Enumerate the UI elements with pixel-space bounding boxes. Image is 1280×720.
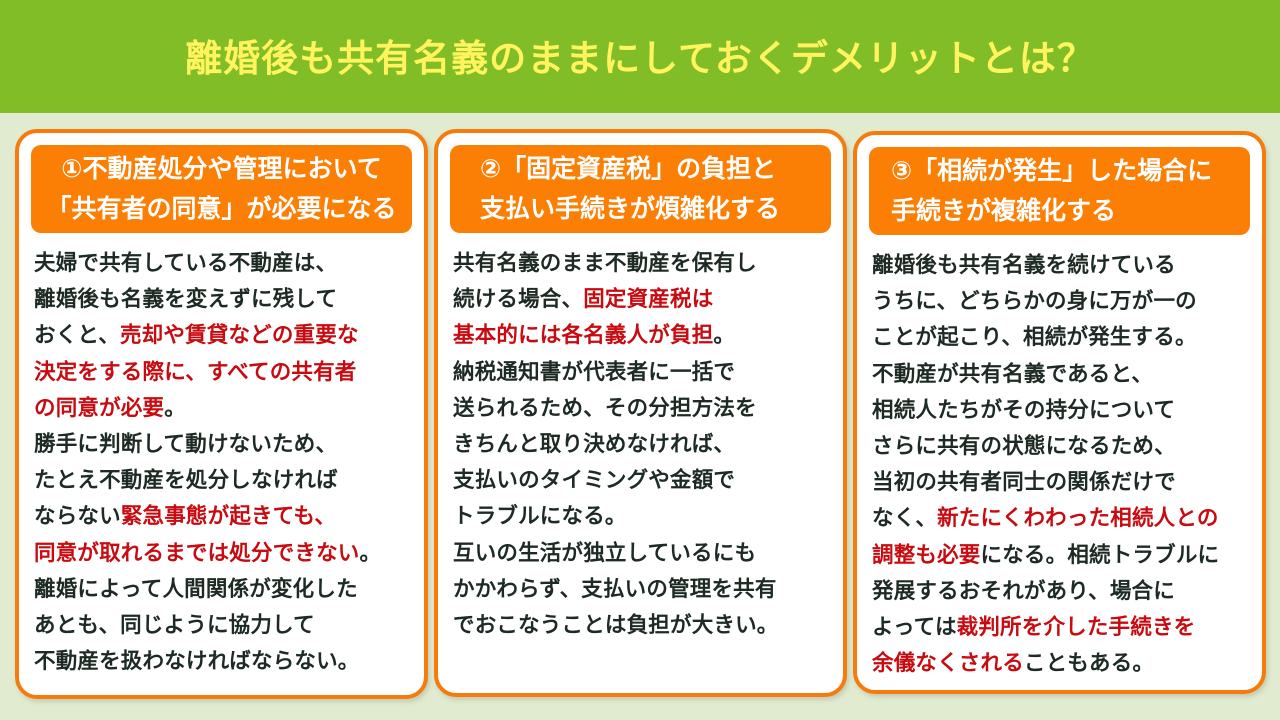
body-text: 当初の共有者同士の関係だけで bbox=[872, 470, 1176, 496]
body-text: おくと、 bbox=[34, 323, 120, 349]
body-line: 互いの生活が独立しているにも bbox=[453, 536, 835, 572]
body-line: 不動産が共有名義であると、 bbox=[872, 357, 1254, 393]
page-title: 離婚後も共有名義のままにしておくデメリットとは？ bbox=[185, 36, 1095, 80]
body-text: 共有名義のまま不動産を保有し bbox=[453, 251, 757, 276]
body-line: 相続人たちがその持分について bbox=[872, 393, 1254, 429]
card-body: 離婚後も共有名義を続けているうちに、どちらかの身に万が一のことが起こり、相続が発… bbox=[872, 248, 1254, 682]
body-line: 納税通知書が代表者に一括で bbox=[453, 355, 835, 391]
card-heading-line: ②「固定資産税」の負担と bbox=[480, 154, 777, 183]
card-property-tax: ②「固定資産税」の負担と 支払い手続きが煩雑化する 共有名義のまま不動産を保有し… bbox=[434, 129, 847, 697]
emphasis-text: 基本的には各名義人が負担 bbox=[453, 323, 714, 349]
title-banner: 離婚後も共有名義のままにしておくデメリットとは？ bbox=[0, 0, 1280, 113]
body-line: なく、新たにくわわった相続人との bbox=[872, 501, 1254, 537]
body-line: 不動産を扱わなければならない。 bbox=[34, 644, 416, 680]
card-heading-line: 手続きが複雑化する bbox=[891, 196, 1117, 225]
body-text: あとも、同じように協力して bbox=[34, 613, 315, 639]
body-line: 離婚によって人間関係が変化した bbox=[34, 572, 416, 608]
body-line: きちんと取り決めなければ、 bbox=[453, 427, 835, 463]
body-line: 当初の共有者同士の関係だけで bbox=[872, 465, 1254, 501]
card-heading-line: ①不動産処分や管理において bbox=[61, 154, 382, 183]
body-text: 発展するおそれがあり、場合に bbox=[872, 578, 1175, 604]
body-text: さらに共有の状態になるため、 bbox=[872, 434, 1176, 460]
card-heading-line: ③「相続が発生」した場合に bbox=[891, 156, 1213, 185]
card-body: 夫婦で共有している不動産は、離婚後も名義を変えずに残しておくと、売却や賃貸などの… bbox=[34, 246, 416, 680]
body-line: たとえ不動産を処分しなければ bbox=[34, 463, 416, 499]
body-line: の同意が必要。 bbox=[34, 391, 416, 427]
body-text: 勝手に判断して動けないため、 bbox=[34, 432, 338, 458]
body-line: 基本的には各名義人が負担。 bbox=[453, 318, 835, 354]
body-line: 送られるため、その分担方法を bbox=[453, 391, 835, 427]
body-line: 決定をする際に、すべての共有者 bbox=[34, 355, 416, 391]
card-heading-line: 支払い手続きが煩雑化する bbox=[480, 194, 781, 223]
body-line: あとも、同じように協力して bbox=[34, 608, 416, 644]
emphasis-text: 同意が取れるまでは処分できない bbox=[34, 540, 360, 566]
body-line: 発展するおそれがあり、場合に bbox=[872, 574, 1254, 610]
card-heading: ①不動産処分や管理において 「共有者の同意」が必要になる bbox=[31, 145, 412, 233]
body-text: こともある。 bbox=[1023, 651, 1155, 677]
emphasis-text: 調整も必要 bbox=[872, 542, 981, 568]
body-line: ことが起こり、相続が発生する。 bbox=[872, 320, 1254, 356]
body-text: たとえ不動産を処分しなければ bbox=[34, 468, 338, 494]
body-line: かかわらず、支払いの管理を共有 bbox=[453, 572, 835, 608]
body-text: 続ける場合、 bbox=[453, 287, 584, 313]
body-text: 離婚後も名義を変えずに残して bbox=[34, 287, 338, 313]
body-line: トラブルになる。 bbox=[453, 499, 835, 535]
body-text: 送られるため、その分担方法を bbox=[453, 395, 757, 421]
body-line: でおこなうことは負担が大きい。 bbox=[453, 608, 835, 644]
emphasis-text: 売却や賃貸などの重要な bbox=[119, 323, 359, 349]
card-heading-line: 「共有者の同意」が必要になる bbox=[46, 194, 397, 223]
body-line: 勝手に判断して動けないため、 bbox=[34, 427, 416, 463]
body-text: 。 bbox=[713, 323, 736, 349]
body-text: でおこなうことは負担が大きい。 bbox=[453, 613, 779, 639]
body-line: さらに共有の状態になるため、 bbox=[872, 429, 1254, 465]
emphasis-text: 新たにくわわった相続人との bbox=[937, 506, 1219, 532]
body-line: 支払いのタイミングや金額で bbox=[453, 463, 835, 499]
emphasis-text: 固定資産税は bbox=[583, 287, 714, 313]
body-line: 離婚後も共有名義を続けている bbox=[872, 248, 1254, 284]
body-text: よっては bbox=[872, 615, 957, 641]
body-text: うちに、どちらかの身に万が一の bbox=[872, 289, 1197, 315]
body-line: 余儀なくされることもある。 bbox=[872, 646, 1254, 682]
body-line: よっては裁判所を介した手続きを bbox=[872, 610, 1254, 646]
body-text: なく、 bbox=[872, 506, 938, 532]
emphasis-text: 余儀なくされる bbox=[872, 651, 1024, 677]
body-text: ことが起こり、相続が発生する。 bbox=[872, 325, 1197, 351]
body-text: 離婚後も共有名義を続けている bbox=[872, 253, 1176, 278]
body-line: うちに、どちらかの身に万が一の bbox=[872, 284, 1254, 320]
card-body: 共有名義のまま不動産を保有し続ける場合、固定資産税は基本的には各名義人が負担。納… bbox=[453, 246, 835, 644]
body-text: 互いの生活が独立しているにも bbox=[453, 540, 757, 566]
body-text: 相続人たちがその持分について bbox=[872, 397, 1176, 423]
body-text: 。 bbox=[359, 540, 382, 566]
body-line: 共有名義のまま不動産を保有し bbox=[453, 246, 835, 282]
body-text: 。 bbox=[164, 395, 186, 421]
body-text: 納税通知書が代表者に一括で bbox=[453, 359, 736, 385]
body-text: 不動産を扱わなければならない。 bbox=[34, 649, 360, 675]
body-line: 調整も必要になる。相続トラブルに bbox=[872, 538, 1254, 574]
body-text: ならない bbox=[34, 504, 121, 530]
emphasis-text: 裁判所を介した手続きを bbox=[956, 615, 1196, 641]
body-line: ならない緊急事態が起きても、 bbox=[34, 499, 416, 535]
body-line: 続ける場合、固定資産税は bbox=[453, 282, 835, 318]
body-text: きちんと取り決めなければ、 bbox=[453, 432, 736, 458]
body-text: かかわらず、支払いの管理を共有 bbox=[453, 576, 777, 602]
emphasis-text: 緊急事態が起きても、 bbox=[120, 504, 337, 530]
body-line: 同意が取れるまでは処分できない。 bbox=[34, 536, 416, 572]
emphasis-text: の同意が必要 bbox=[34, 395, 165, 421]
card-heading: ③「相続が発生」した場合に 手続きが複雑化する bbox=[869, 147, 1250, 235]
body-line: 離婚後も名義を変えずに残して bbox=[34, 282, 416, 318]
card-heading: ②「固定資産税」の負担と 支払い手続きが煩雑化する bbox=[450, 145, 831, 233]
body-text: 支払いのタイミングや金額で bbox=[453, 468, 736, 494]
body-text: になる。相続トラブルに bbox=[980, 542, 1220, 568]
body-text: 不動産が共有名義であると、 bbox=[872, 361, 1154, 387]
card-consent-required: ①不動産処分や管理において 「共有者の同意」が必要になる 夫婦で共有している不動… bbox=[15, 129, 428, 699]
body-line: 夫婦で共有している不動産は、 bbox=[34, 246, 416, 282]
body-text: 離婚によって人間関係が変化した bbox=[34, 576, 358, 602]
body-text: 夫婦で共有している不動産は、 bbox=[34, 251, 338, 276]
card-inheritance: ③「相続が発生」した場合に 手続きが複雑化する 離婚後も共有名義を続けているうち… bbox=[853, 131, 1266, 694]
emphasis-text: 決定をする際に、すべての共有者 bbox=[34, 359, 357, 385]
body-line: おくと、売却や賃貸などの重要な bbox=[34, 318, 416, 354]
body-text: トラブルになる。 bbox=[453, 504, 627, 530]
